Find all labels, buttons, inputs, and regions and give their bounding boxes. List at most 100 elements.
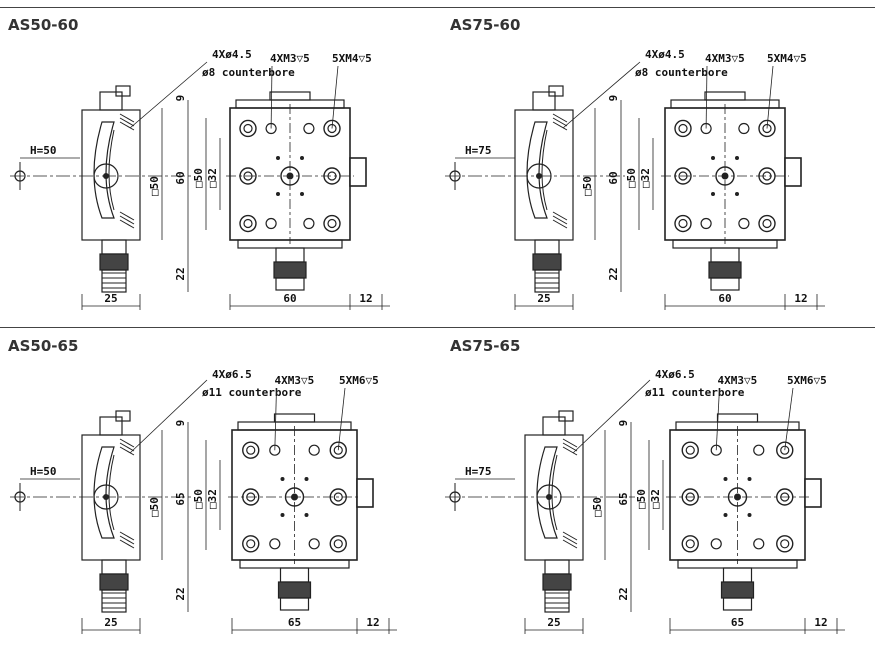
hatch-top [552, 117, 568, 127]
m3-leader [715, 387, 720, 451]
counterbore-hole [239, 214, 257, 233]
stage-knob-sleeve [273, 261, 307, 279]
m3-hole [303, 217, 315, 230]
micrometer-sleeve [99, 573, 129, 591]
hatch-bottom [119, 215, 135, 225]
through-hole [678, 123, 688, 134]
through-hole [678, 218, 688, 229]
width-dim: 65 [288, 616, 301, 629]
through-hole [333, 445, 343, 455]
top-dim: 9 [174, 95, 187, 102]
pilot-dot [711, 192, 715, 196]
counterbore-hole [776, 535, 794, 553]
micrometer-thimble [534, 269, 560, 293]
counterbore-hole [239, 119, 257, 138]
arc-slot [536, 446, 558, 539]
side-top-tab [532, 91, 556, 111]
m3-hole [303, 122, 315, 135]
pilot-dot [304, 477, 309, 481]
pilot-dot [300, 156, 304, 160]
base-dim: 25 [104, 616, 117, 629]
counterbore-label: ø8 counterbore [635, 66, 728, 79]
square-mid-dim: □50 [635, 489, 648, 509]
pilot-dot [280, 477, 285, 481]
m3-hole [738, 122, 750, 135]
base-dim: 25 [537, 292, 550, 305]
top-dim: 9 [617, 420, 630, 427]
arc-slot-inner [108, 129, 115, 211]
square-left-dim: □50 [591, 497, 604, 517]
side-block [514, 109, 574, 241]
hatch-top [119, 121, 135, 131]
pilot-dot [300, 192, 304, 196]
stage-knob-sleeve [277, 581, 312, 599]
hatch-top [119, 438, 135, 448]
h-dimension-label: H=75 [465, 144, 492, 157]
m3-label: 4XM3▽5 [270, 52, 310, 65]
through-hole [243, 218, 253, 229]
counterbore-hole [681, 535, 699, 553]
holes-label: 4Xø6.5 [212, 368, 252, 381]
micrometer-neck [544, 559, 570, 575]
stage-top-block [269, 91, 311, 101]
stage-knob-thimble [722, 597, 753, 611]
hatch-top [562, 442, 578, 452]
m3-label: 4XM3▽5 [718, 374, 758, 387]
model-title-as75-60: AS75-60 [450, 16, 521, 34]
holes-leader [572, 379, 651, 454]
side-top-tab [99, 416, 123, 436]
stage-knob-thimble [279, 597, 310, 611]
middle-divider [0, 327, 875, 328]
side-knob [93, 163, 119, 189]
stage-top-block [716, 413, 759, 423]
counterbore-hole [674, 214, 692, 233]
pilot-dot [747, 513, 752, 517]
square-mid-dim: □50 [192, 168, 205, 188]
hatch-top [119, 117, 135, 127]
hatch-top [119, 446, 135, 456]
arc-slot [93, 446, 115, 539]
holes-label: 4Xø6.5 [655, 368, 695, 381]
side-top-tab [99, 91, 123, 111]
side-top-knob [548, 85, 564, 97]
through-hole [246, 445, 256, 455]
arc-slot-inner [108, 454, 115, 531]
height-dim: 60 [607, 171, 620, 184]
hatch-bottom [562, 531, 578, 541]
hatch-top [562, 446, 578, 456]
pilot-dot [723, 477, 728, 481]
counterbore-hole [681, 441, 699, 459]
m3-hole [738, 217, 750, 230]
stage-knob-sleeve [708, 261, 742, 279]
hatch-bottom [119, 211, 135, 221]
knob-dim: 12 [814, 616, 827, 629]
micrometer-thimble [101, 589, 127, 613]
stage-knob-neck [279, 567, 310, 583]
holes-leader [129, 379, 208, 454]
counterbore-label: ø8 counterbore [202, 66, 295, 79]
counterbore-hole [776, 441, 794, 459]
height-dim: 60 [174, 171, 187, 184]
side-top-tab [542, 416, 566, 436]
hatch-bottom [552, 211, 568, 221]
m3-leader [274, 387, 277, 451]
pilot-dot [735, 156, 739, 160]
through-hole [685, 445, 695, 455]
hatch-bottom [552, 215, 568, 225]
m3-hole [710, 538, 722, 550]
hatch-bottom [119, 531, 135, 541]
side-block [81, 109, 141, 241]
counterbore-label: ø11 counterbore [645, 386, 745, 399]
stage-knob-neck [722, 567, 753, 583]
m3-label: 4XM3▽5 [705, 52, 745, 65]
knob-dim: 12 [359, 292, 372, 305]
m3-hole [753, 538, 765, 550]
height-dim: 65 [617, 492, 630, 505]
stage-side-knob [784, 157, 802, 187]
m3-hole [753, 444, 765, 456]
arc-slot [526, 121, 548, 219]
pilot-dot [723, 513, 728, 517]
stage-knob-neck [710, 247, 740, 263]
through-hole [243, 123, 253, 134]
stage-knob-neck [275, 247, 305, 263]
